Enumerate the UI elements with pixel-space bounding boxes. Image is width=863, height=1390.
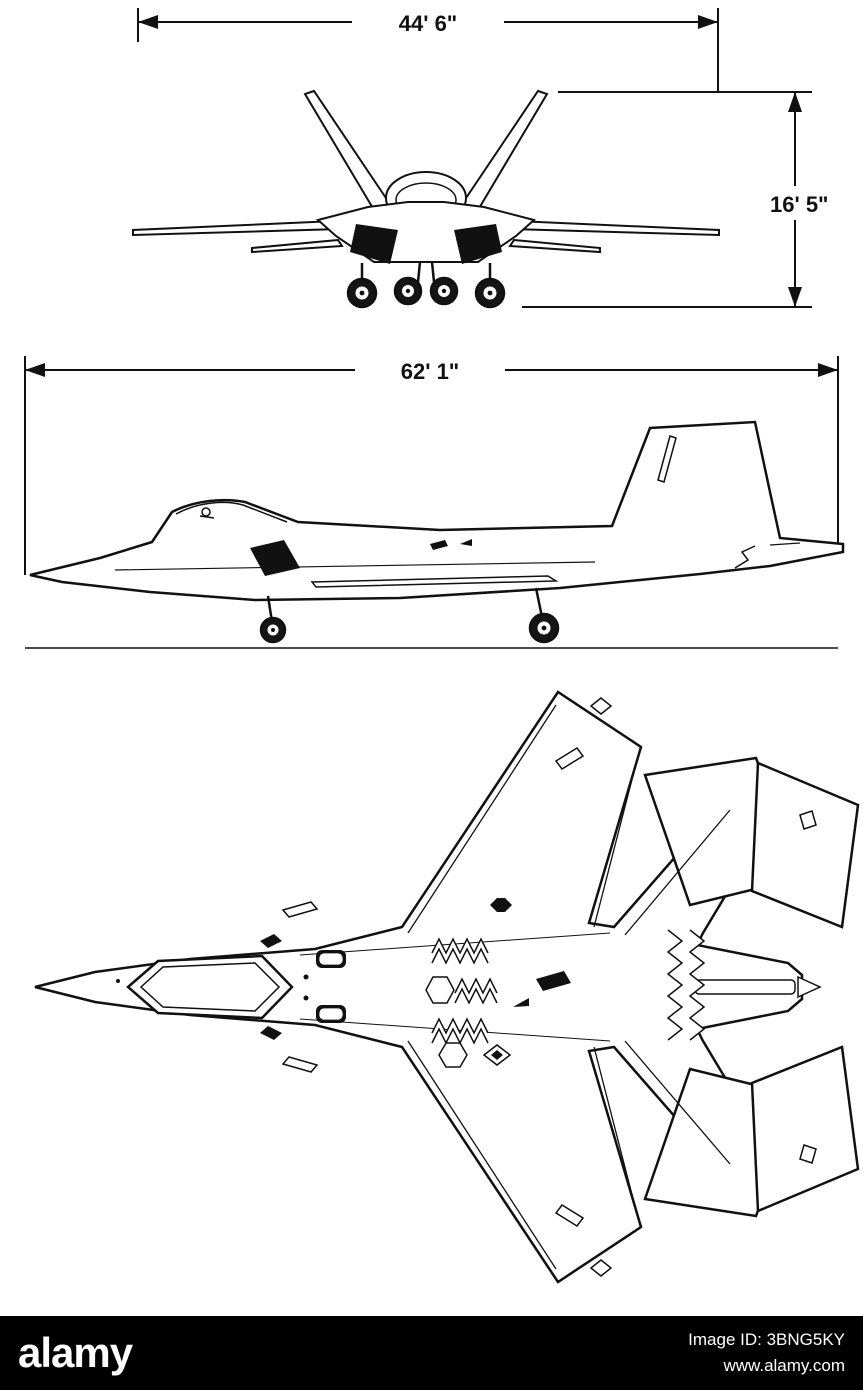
length-dimension: 62' 1" <box>24 354 839 575</box>
front-view-drawing: 44' 6" 16' 5" <box>132 6 863 309</box>
right-intake <box>454 224 502 264</box>
watermark-bar: alamy Image ID: 3BNG5KY www.alamy.com <box>0 1316 863 1390</box>
center-zigzag-panels <box>431 937 498 1045</box>
front-view: 44' 6" 16' 5" <box>0 0 863 330</box>
upper-fin-tip <box>750 761 860 929</box>
watermark-meta: Image ID: 3BNG5KY www.alamy.com <box>688 1327 845 1380</box>
website: www.alamy.com <box>723 1356 845 1375</box>
wingspan-dimension: 44' 6" <box>137 6 719 92</box>
lower-fin-tip <box>750 1045 860 1213</box>
aircraft-top <box>34 690 860 1284</box>
height-label: 16' 5" <box>770 192 828 217</box>
alamy-logo: alamy <box>18 1329 133 1376</box>
length-label: 62' 1" <box>401 359 459 384</box>
height-dimension: 16' 5" <box>522 91 863 308</box>
aircraft-front <box>132 89 720 309</box>
image-id: Image ID: 3BNG5KY <box>688 1329 845 1349</box>
landing-gear-side <box>259 587 560 644</box>
nozzle-sawtooth <box>666 929 706 1041</box>
side-view-drawing: 62' 1" <box>24 354 845 649</box>
side-view: 62' 1" <box>0 330 863 665</box>
top-view-drawing <box>34 690 860 1284</box>
intake-shadow <box>250 540 300 576</box>
wingspan-label: 44' 6" <box>399 11 457 36</box>
top-view <box>0 665 863 1316</box>
landing-gear-front <box>346 261 506 309</box>
left-intake <box>350 224 398 264</box>
aircraft-side <box>29 420 845 644</box>
